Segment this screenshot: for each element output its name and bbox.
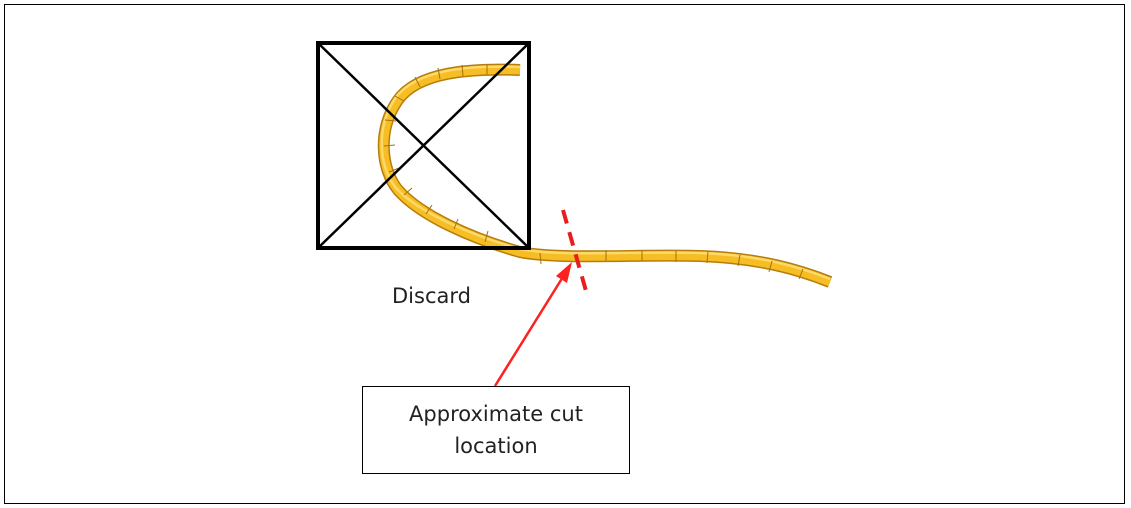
cable xyxy=(379,65,832,287)
cut-line xyxy=(561,209,590,299)
cable-segment-ticks xyxy=(383,64,804,280)
discard-label: Discard xyxy=(392,284,471,308)
cable-highlight xyxy=(380,65,831,281)
discard-box xyxy=(316,41,531,250)
pointer-arrow xyxy=(493,262,572,387)
cable-shadow xyxy=(377,63,833,288)
callout-line-1: Approximate cut xyxy=(409,402,583,426)
cut-location-callout: Approximate cut location xyxy=(362,386,630,474)
callout-line-2: location xyxy=(454,434,538,458)
